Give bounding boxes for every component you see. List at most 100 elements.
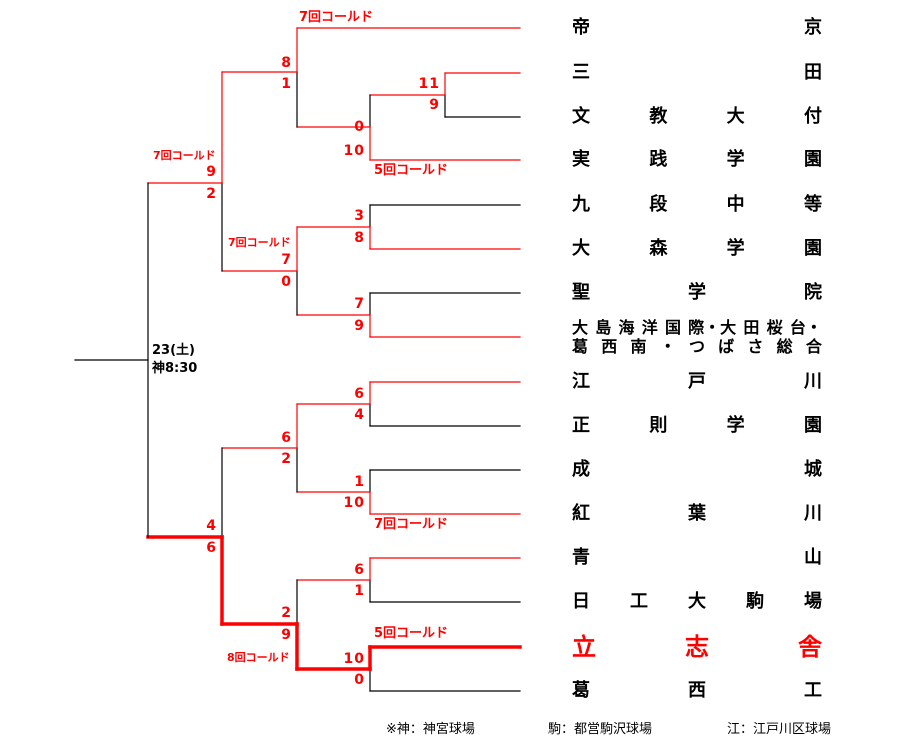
team-name-char: 合 [805,337,822,356]
team-name: 九段中等 [572,194,822,216]
score-bottom: 4 [354,407,365,423]
score-bottom: 9 [281,627,292,643]
team-name-char: さ [747,337,764,356]
score-top: 2 [281,605,292,621]
team-name-char: 城 [804,459,822,480]
score-bottom: 8 [354,230,365,246]
team-name: 紅葉川 [572,503,822,525]
team-name-char: 園 [803,149,822,170]
team-name-char: 学 [726,238,745,259]
team-name-char: 実 [572,149,590,170]
team-name-char: 山 [804,547,822,568]
venue-legend-jingu: ※神：神宮球場 [386,722,475,737]
score-top: 6 [354,562,365,578]
called-game-note: 5回コールド [374,626,449,641]
team-name-char: 葛 [572,680,590,701]
team-name-char: 田 [743,318,760,337]
team-name-char: 桜 [766,318,783,337]
team-name-char: 工 [630,591,648,612]
team-name-char: 舎 [798,633,822,661]
team-name-char: 台・ [789,318,822,337]
team-name: 葛西工 [572,680,822,702]
team-name-char: 西 [688,680,706,701]
score-bottom: 1 [354,583,365,599]
team-name-char: 青 [572,547,590,568]
team-name-char: 海 [618,318,635,337]
team-name: 文教大付 [572,106,822,128]
team-name-char: 工 [804,680,822,701]
team-name: 日工大駒場 [572,591,822,613]
score-top: 7 [354,296,365,312]
team-name-char: 正 [572,415,590,436]
score-top: 11 [418,76,440,92]
team-name-line: 葛西南・つばさ総合 [572,337,822,356]
team-name-char: 総 [776,337,793,356]
team-name-char: 帝 [572,17,590,38]
team-name-char: 践 [649,149,668,170]
team-name-char: 洋 [641,318,658,337]
team-name-char: 森 [649,238,668,259]
score-top: 6 [354,386,365,402]
team-name-char: 京 [804,17,822,38]
team-name-char: 田 [804,62,822,83]
called-game-note: 7回コールド [299,10,374,25]
final-schedule: 23(土) 神8:30 [152,342,197,378]
score-top: 4 [206,518,217,534]
score-bottom: 6 [206,540,217,556]
team-name-char: 大 [688,591,706,612]
score-bottom: 1 [281,76,292,92]
score-bottom: 9 [429,97,440,113]
score-top: 7 [281,252,292,268]
score-top: 9 [206,164,217,180]
team-name-char: 九 [572,194,590,215]
called-game-note: 7回コールド [228,236,291,249]
team-name-char: 南 [630,337,647,356]
team-name-char: 西 [601,337,618,356]
venue-legend-komazawa: 駒：都営駒沢球場 [548,722,653,737]
team-name-char: 際・大 [688,318,737,337]
score-bottom: 2 [206,186,217,202]
called-game-note: 5回コールド [374,163,449,178]
team-name-char: 学 [726,149,745,170]
team-name-char: 江 [572,371,590,392]
team-name: 成城 [572,459,822,481]
team-name-char: 川 [804,503,822,524]
score-top: 0 [354,119,365,135]
called-game-note: 7回コールド [374,517,449,532]
score-top: 1 [354,474,365,490]
team-name-char: 日 [572,591,590,612]
team-name-char: 学 [688,282,706,303]
called-game-note: 7回コールド [153,149,216,162]
team-name-char: ・ [659,337,676,356]
team-name-char: 駒 [746,591,764,612]
venue-legend-edogawa: 江：江戸川区球場 [727,722,832,737]
team-name: 正則学園 [572,415,822,437]
team-name-char: 付 [803,106,822,127]
score-top: 8 [281,55,292,71]
team-name: 大森学園 [572,238,822,260]
score-bottom: 10 [343,143,365,159]
score-top: 3 [354,208,365,224]
team-name: 立志舎 [572,633,822,661]
team-name-char: ば [718,337,735,356]
team-name-char: 学 [726,415,745,436]
team-name: 帝京 [572,17,822,39]
team-name-char: 園 [803,415,822,436]
team-name: 江戸川 [572,371,822,393]
called-game-note: 8回コールド [227,651,290,664]
team-name-char: 三 [572,62,590,83]
team-name-char: 院 [804,282,822,303]
team-name-char: 紅 [572,503,590,524]
team-name-char: 園 [803,238,822,259]
score-top: 6 [281,430,292,446]
final-time-venue: 神8:30 [152,361,198,376]
team-name-char: 場 [804,591,822,612]
score-top: 10 [343,651,365,667]
score-bottom: 9 [354,318,365,334]
team-name-char: 立 [572,633,596,661]
team-name-char: 教 [649,106,668,127]
team-name-char: 川 [804,371,822,392]
team-name-char: 大 [572,318,589,337]
team-name: 三田 [572,62,822,84]
